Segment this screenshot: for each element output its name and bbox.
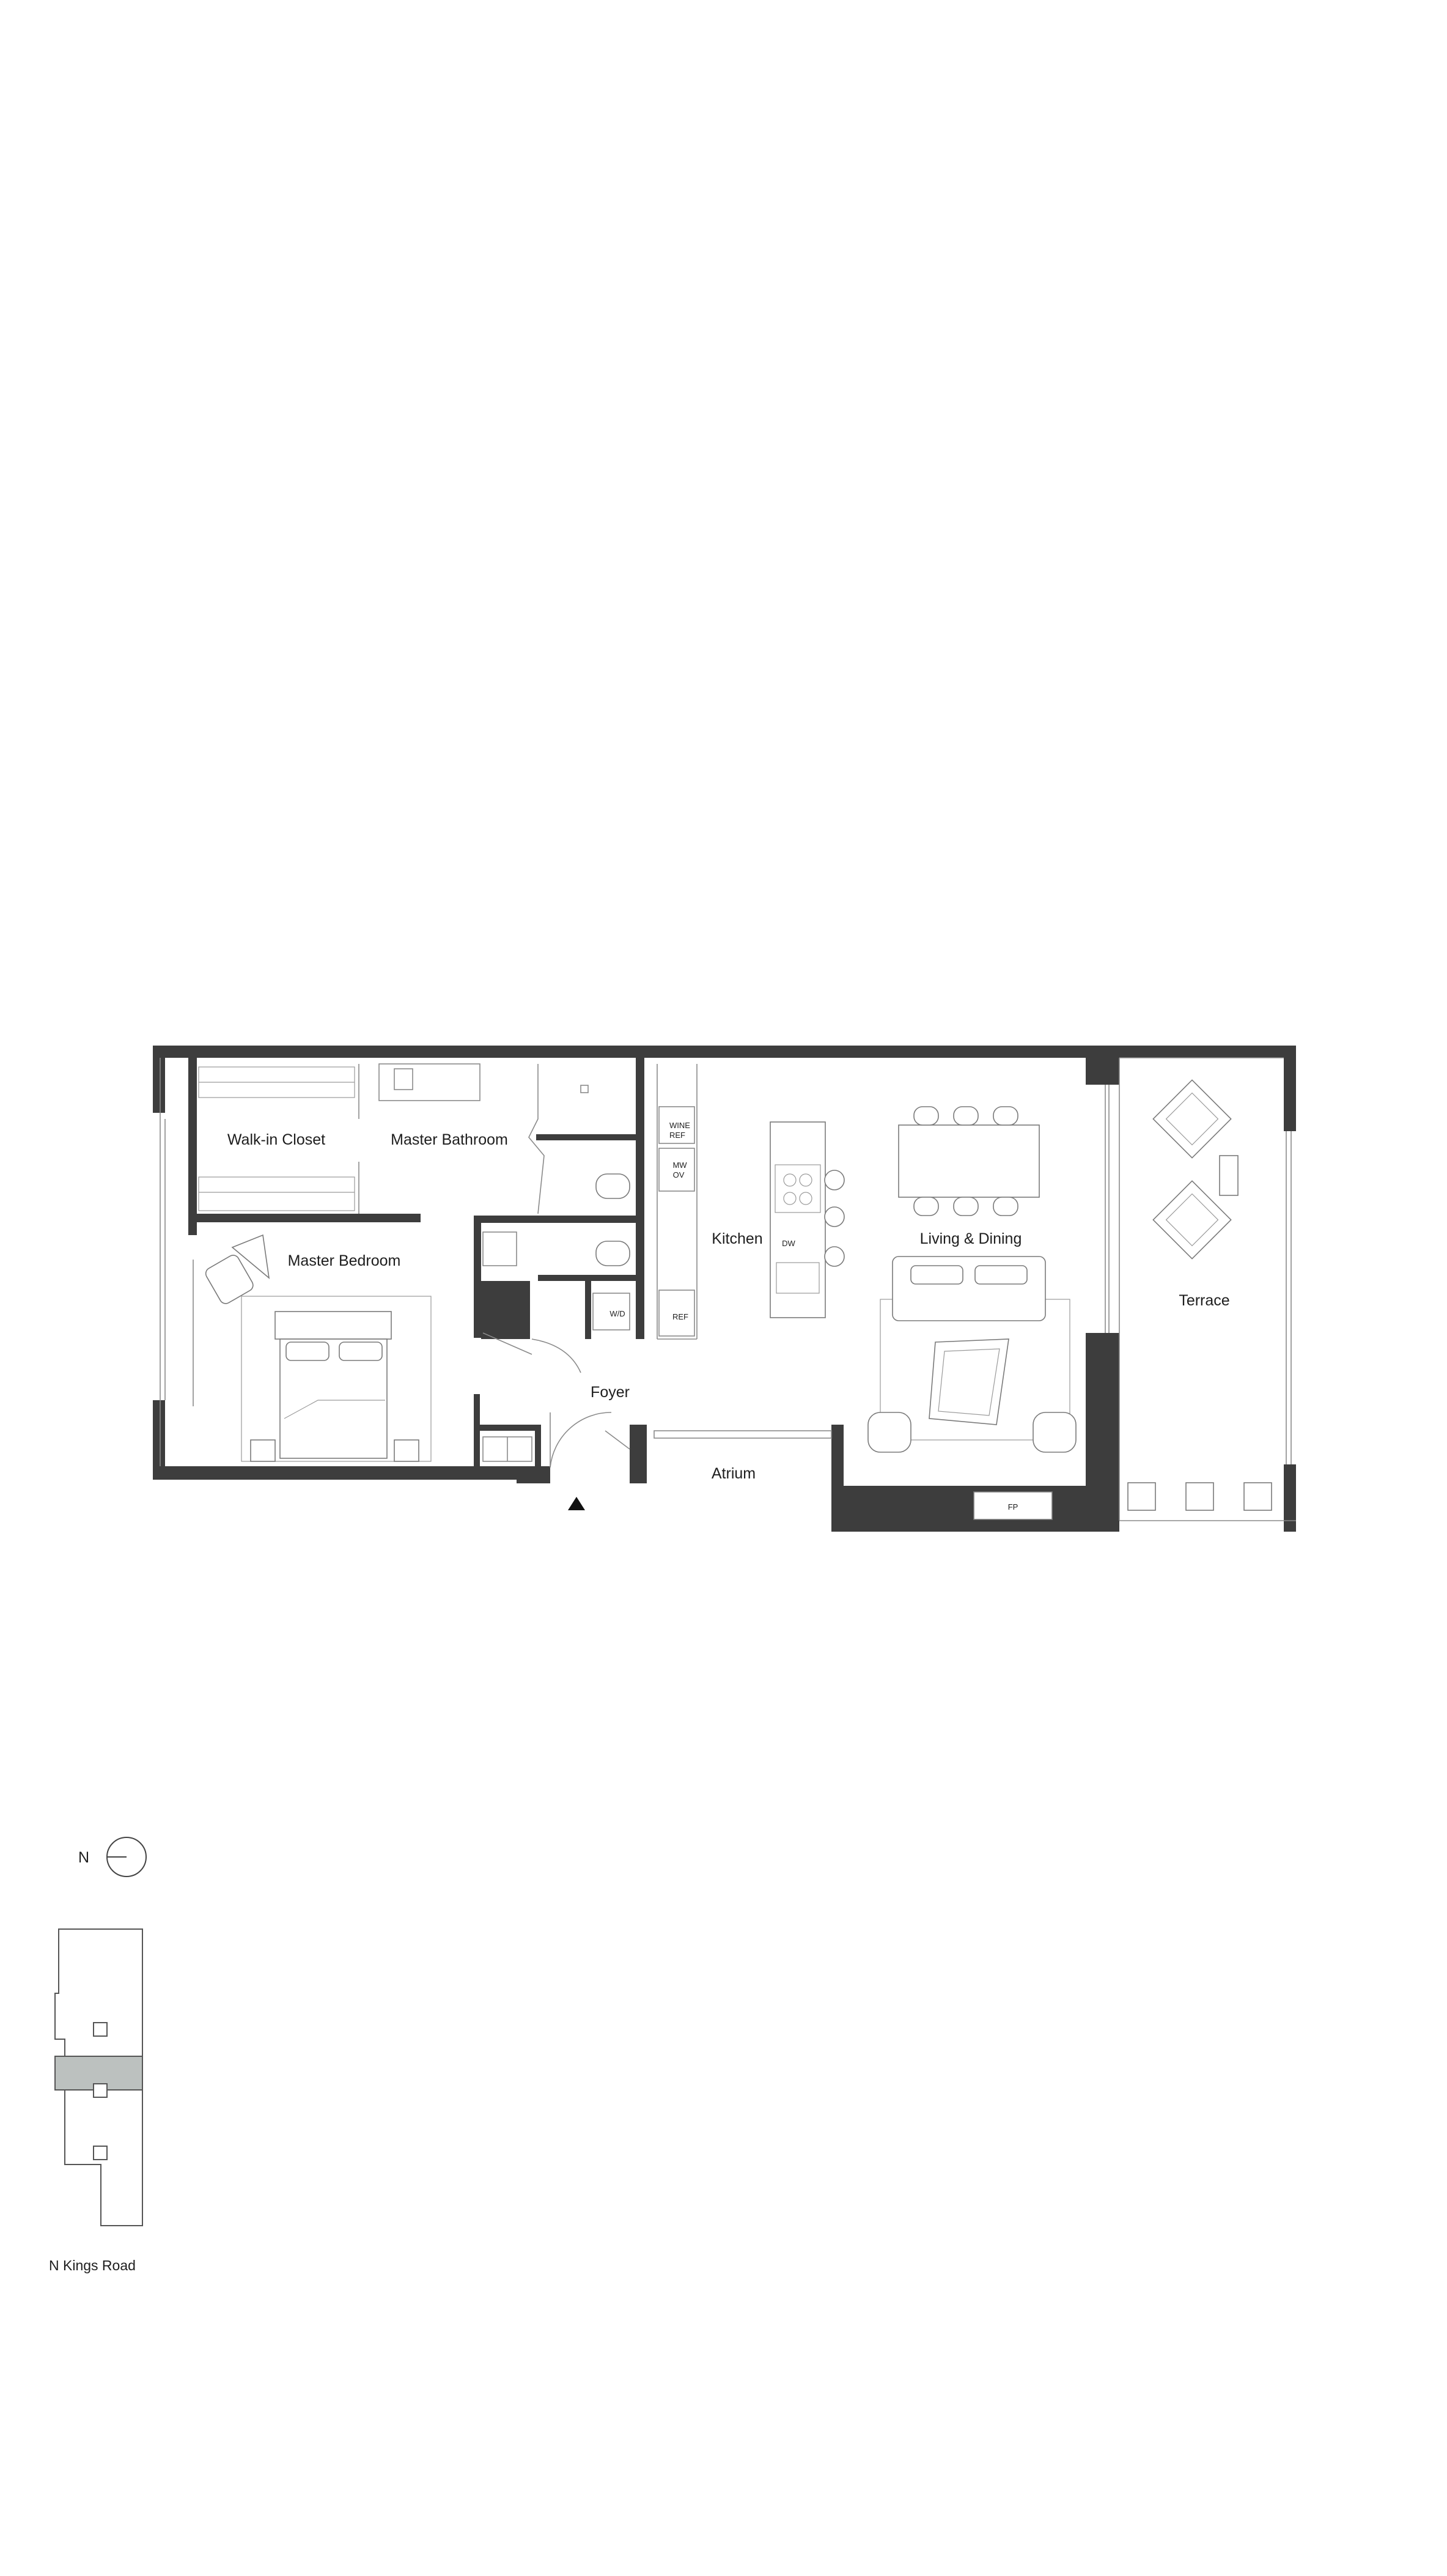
exterior-walls: [153, 1046, 1296, 1532]
appliance-labels: WINE REF MW OV REF DW W/D FP: [609, 1121, 1018, 1511]
north-indicator: N: [78, 1837, 147, 1877]
appliance-label-dw: DW: [782, 1239, 795, 1248]
living-furniture: [867, 1256, 1077, 1520]
bedroom-furniture: [205, 1234, 432, 1462]
street-label: N Kings Road: [49, 2257, 136, 2273]
closet-rails: [198, 1064, 359, 1214]
entry-arrow-icon: [568, 1497, 585, 1510]
appliance-label-wine-ref-1: WINE: [669, 1121, 690, 1130]
room-label-kitchen: Kitchen: [712, 1230, 762, 1247]
room-label-atrium: Atrium: [712, 1465, 756, 1482]
interior-walls: [188, 1058, 644, 1466]
terrace-furniture: [1127, 1079, 1272, 1511]
room-label-walk-in-closet: Walk-in Closet: [227, 1131, 325, 1148]
appliance-label-fp: FP: [1008, 1502, 1018, 1511]
floor-plan: Walk-in Closet Master Bathroom Master Be…: [153, 1046, 1296, 1532]
glazing-and-partitions: [160, 1057, 1296, 1521]
room-label-terrace: Terrace: [1179, 1292, 1229, 1309]
room-label-foyer: Foyer: [591, 1384, 630, 1401]
north-label: N: [78, 1849, 89, 1866]
appliance-label-mw-ov-2: OV: [673, 1170, 685, 1179]
key-plan-marker: [93, 2146, 108, 2160]
key-plan-marker: [93, 2083, 108, 2098]
room-label-master-bathroom: Master Bathroom: [391, 1131, 508, 1148]
bathroom-fixtures: [378, 1063, 630, 1373]
key-plan-marker: [93, 2022, 108, 2037]
appliance-label-mw-ov-1: MW: [672, 1161, 687, 1170]
kitchen-island: [770, 1121, 845, 1318]
dining-table: [898, 1106, 1040, 1216]
entry-door: [550, 1412, 630, 1510]
appliance-label-wd: W/D: [609, 1309, 625, 1318]
appliance-label-ref: REF: [672, 1312, 688, 1321]
appliance-label-wine-ref-2: REF: [669, 1131, 685, 1140]
room-labels: Walk-in Closet Master Bathroom Master Be…: [227, 1131, 1230, 1482]
foyer-closet: [482, 1436, 532, 1462]
room-label-living-dining: Living & Dining: [920, 1230, 1022, 1247]
key-plan: N Kings Road: [49, 1928, 143, 2273]
room-label-master-bedroom: Master Bedroom: [288, 1252, 401, 1269]
